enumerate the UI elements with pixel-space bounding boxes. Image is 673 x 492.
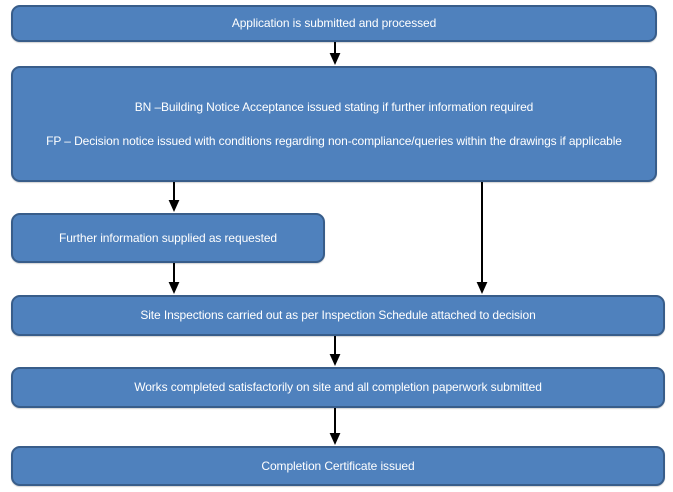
node-notice[interactable]: BN –Building Notice Acceptance issued st… [11,66,657,182]
arrow-further-information-to-site-inspections [167,263,181,295]
node-notice-line-bn: BN –Building Notice Acceptance issued st… [134,99,534,114]
arrow-application-to-notice [328,42,342,66]
node-further-information[interactable]: Further information supplied as requeste… [11,213,325,263]
arrow-site-inspections-to-works-completed [328,336,342,367]
node-application[interactable]: Application is submitted and processed [11,5,657,42]
arrow-notice-to-site-inspections [475,182,489,295]
node-site-inspections[interactable]: Site Inspections carried out as per Insp… [11,295,665,336]
node-completion-certificate[interactable]: Completion Certificate issued [11,446,665,486]
node-further-information-label: Further information supplied as requeste… [58,230,278,245]
node-site-inspections-label: Site Inspections carried out as per Insp… [140,308,536,323]
arrow-notice-to-further-information [167,182,181,213]
node-completion-certificate-label: Completion Certificate issued [261,458,415,473]
node-works-completed[interactable]: Works completed satisfactorily on site a… [11,367,665,408]
node-application-label: Application is submitted and processed [231,16,437,31]
node-notice-line-fp: FP – Decision notice issued with conditi… [46,133,622,148]
node-works-completed-label: Works completed satisfactorily on site a… [134,380,542,395]
arrow-works-completed-to-completion-certificate [328,408,342,446]
